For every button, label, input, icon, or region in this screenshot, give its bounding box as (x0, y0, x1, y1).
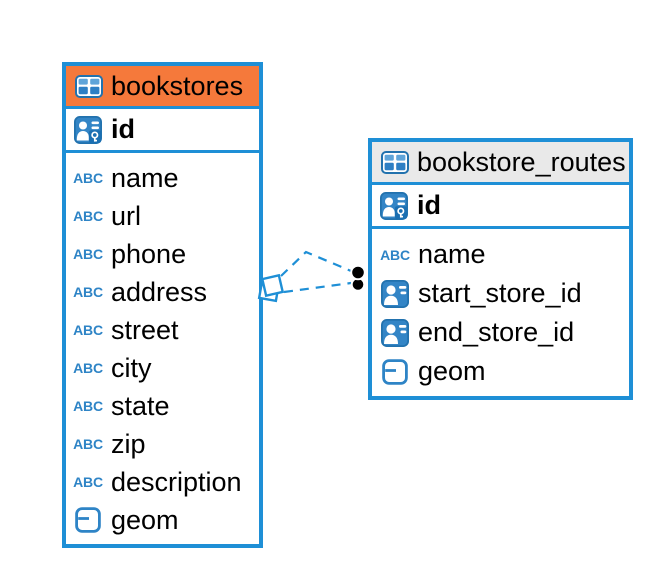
column-name: name (111, 162, 179, 193)
geometry-type-icon (71, 507, 105, 533)
column-name: name (418, 239, 486, 269)
column-name: id (417, 190, 441, 220)
table-icon (74, 74, 104, 98)
text-type-icon: ABC (73, 474, 103, 490)
text-type-icon: ABC (73, 436, 103, 452)
column-name: city (111, 352, 152, 383)
column-name: zip (111, 428, 146, 459)
column-row[interactable]: ABC state (66, 387, 259, 425)
column-name: description (111, 466, 242, 497)
column-row[interactable]: start_store_id (372, 274, 629, 313)
entity-table-bookstore-routes[interactable]: bookstore_routes id ABC (368, 138, 633, 400)
foreign-key-icon (378, 279, 412, 308)
column-list: ABC name ABC url ABC phone ABC address A… (66, 153, 259, 544)
text-type-icon: ABC (73, 208, 103, 224)
column-row[interactable]: ABC name (372, 235, 629, 274)
column-name: phone (111, 238, 187, 269)
column-row[interactable]: geom (372, 352, 629, 391)
text-type-icon: ABC (73, 284, 103, 300)
column-name: state (111, 390, 170, 421)
text-type-icon: ABC (73, 170, 103, 186)
column-name: geom (111, 504, 179, 535)
column-name: url (111, 200, 142, 231)
column-name: end_store_id (418, 317, 575, 347)
entity-table-bookstores[interactable]: bookstores id ABC (62, 62, 263, 548)
text-type-icon: ABC (73, 360, 103, 376)
primary-key-icon (377, 191, 411, 220)
table-title: bookstores (111, 70, 244, 101)
table-icon (380, 150, 410, 174)
table-header-bookstores[interactable]: bookstores (66, 66, 259, 109)
column-row[interactable]: geom (66, 501, 259, 539)
relationship-line-upper[interactable] (280, 250, 352, 277)
geometry-type-icon (378, 358, 412, 385)
primary-key-icon (71, 115, 105, 144)
column-row-pk[interactable]: id (66, 109, 259, 153)
foreign-key-icon (378, 318, 412, 347)
column-row[interactable]: ABC url (66, 197, 259, 235)
relationship-line-lower[interactable] (283, 281, 352, 294)
column-name: start_store_id (418, 278, 582, 308)
text-type-icon: ABC (73, 246, 103, 262)
column-row[interactable]: end_store_id (372, 313, 629, 352)
column-row[interactable]: ABC address (66, 273, 259, 311)
column-row[interactable]: ABC zip (66, 425, 259, 463)
text-type-icon: ABC (380, 246, 410, 263)
text-type-icon: ABC (73, 322, 103, 338)
column-row-pk[interactable]: id (372, 185, 629, 229)
column-row[interactable]: ABC description (66, 463, 259, 501)
column-row[interactable]: ABC city (66, 349, 259, 387)
column-name: geom (418, 356, 486, 386)
pk-dot-marker[interactable] (350, 264, 366, 281)
column-row[interactable]: ABC street (66, 311, 259, 349)
table-title: bookstore_routes (417, 146, 626, 177)
column-name: street (111, 314, 179, 345)
column-row[interactable]: ABC name (66, 159, 259, 197)
column-name: id (111, 114, 135, 144)
pk-dot-marker[interactable] (350, 277, 366, 292)
column-name: address (111, 276, 208, 307)
text-type-icon: ABC (73, 398, 103, 414)
column-row[interactable]: ABC phone (66, 235, 259, 273)
table-header-bookstore-routes[interactable]: bookstore_routes (372, 142, 629, 185)
column-list: ABC name start_store_id (372, 229, 629, 396)
